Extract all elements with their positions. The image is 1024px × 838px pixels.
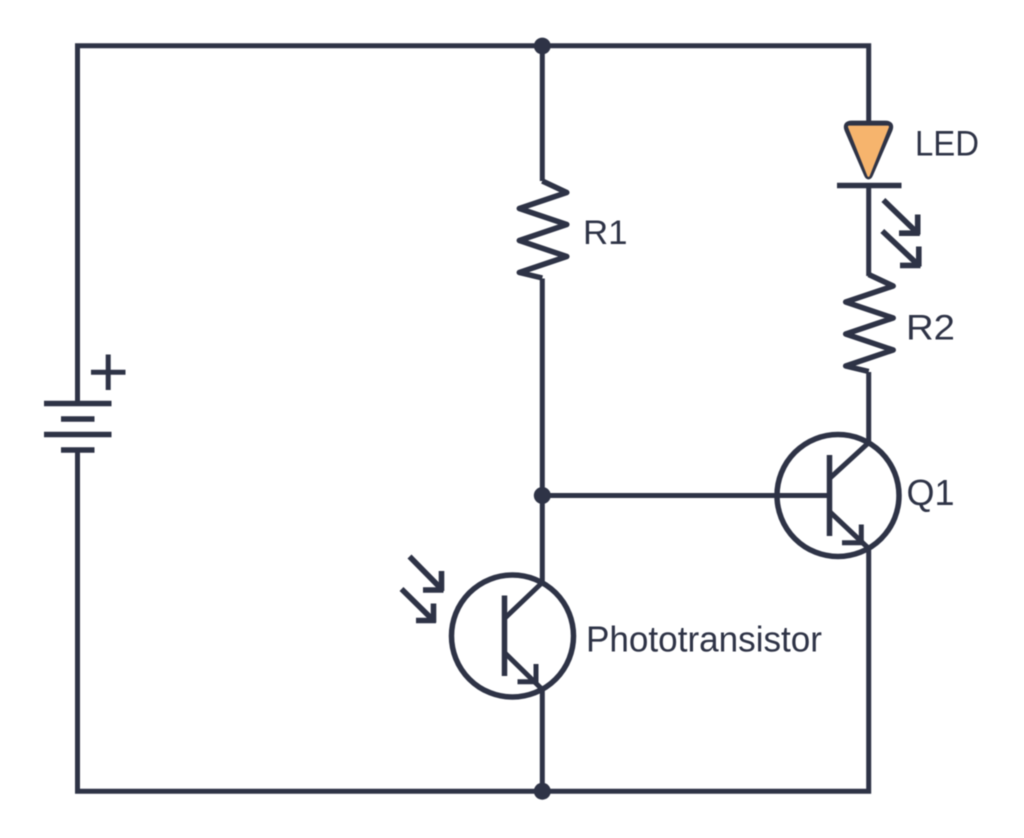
svg-text:LED: LED xyxy=(915,125,979,164)
svg-text:R1: R1 xyxy=(583,214,628,252)
svg-text:Q1: Q1 xyxy=(907,472,955,513)
svg-text:R2: R2 xyxy=(906,309,955,348)
svg-text:Phototransistor: Phototransistor xyxy=(586,619,822,660)
